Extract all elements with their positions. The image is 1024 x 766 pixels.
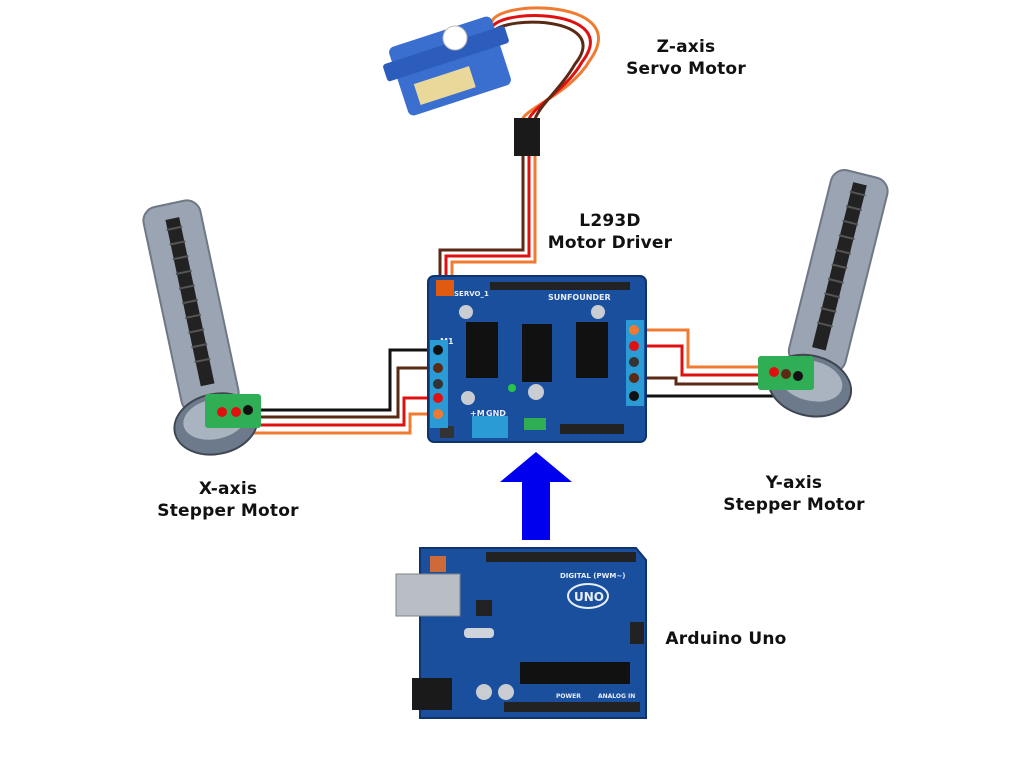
l293d-motor-shield: SUNFOUNDER SERVO_1 M1 GND +M (427, 275, 647, 443)
dc-power-jack (412, 678, 452, 710)
crystal (464, 628, 494, 638)
terminal-screw (433, 409, 443, 419)
y-terminal-pin (781, 369, 791, 379)
reset-button (430, 556, 446, 572)
uno-logo-ring (567, 583, 609, 609)
servo-motor (383, 16, 540, 156)
shield-brand-text: SUNFOUNDER (548, 293, 611, 302)
x-label-line2: Stepper Motor (157, 501, 299, 521)
arduino-uno-label: Arduino Uno (656, 628, 796, 650)
x-terminal-pin (231, 407, 241, 417)
icsp-header (630, 622, 644, 644)
x-lead-screw-threads (166, 225, 211, 364)
connection-arrow (500, 452, 572, 540)
l293d-chip-1 (466, 322, 498, 378)
shift-register-chip (522, 324, 552, 382)
capacitor (498, 684, 514, 700)
servo-motor-label: Z-axis Servo Motor (606, 36, 766, 80)
ext-power-terminal (472, 416, 508, 438)
analog-power-header (504, 702, 640, 712)
x-axis-motor-label: X-axis Stepper Motor (148, 478, 308, 522)
servo-connector (514, 118, 540, 156)
terminal-screw (629, 325, 639, 335)
servo-label-line2: Servo Motor (626, 59, 746, 79)
usb-port (395, 573, 461, 617)
x-motor-wires (222, 348, 436, 435)
driver-label-line1: L293D (579, 211, 641, 231)
arduino-label-text: Arduino Uno (665, 629, 787, 649)
shield-servo-text: SERVO_1 (454, 290, 489, 298)
y-label-line2: Stepper Motor (723, 495, 865, 515)
capacitor (591, 305, 605, 319)
usb-chip (476, 600, 492, 616)
terminal-screw (433, 363, 443, 373)
motor-driver-label: L293D Motor Driver (530, 210, 690, 254)
shield-gnd-text: GND (486, 409, 506, 418)
servo-header (436, 280, 454, 296)
arduino-uno-board: UNO DIGITAL (PWM~) POWER ANALOG IN (395, 547, 647, 719)
digital-header (486, 552, 636, 562)
terminal-screw (433, 393, 443, 403)
driver-label-line2: Motor Driver (547, 233, 673, 253)
y-label-line1: Y-axis (765, 473, 823, 493)
shield-pin-header-row (490, 282, 630, 290)
capacitor (528, 384, 544, 400)
power-led (508, 384, 516, 392)
analog-label: ANALOG IN (598, 693, 635, 700)
power-label: POWER (556, 693, 581, 700)
digital-label: DIGITAL (PWM~) (560, 572, 625, 580)
x-label-line1: X-axis (198, 479, 258, 499)
x-terminal-pin (217, 407, 227, 417)
shield-bottom-header (560, 424, 624, 434)
capacitor (476, 684, 492, 700)
l293d-chip-2 (576, 322, 608, 378)
terminal-screw (433, 379, 443, 389)
terminal-screw (433, 345, 443, 355)
capacitor (459, 305, 473, 319)
shield-m-text: +M (470, 409, 485, 418)
uno-logo-text: UNO (574, 590, 604, 604)
y-terminal-pin (769, 367, 779, 377)
terminal-screw (629, 357, 639, 367)
y-axis-motor-label: Y-axis Stepper Motor (714, 472, 874, 516)
terminal-screw (629, 373, 639, 383)
servo-label-line1: Z-axis (656, 37, 716, 57)
pwr-jumper (524, 418, 546, 430)
atmega-chip (520, 662, 630, 684)
terminal-screw (629, 391, 639, 401)
capacitor (461, 391, 475, 405)
terminal-screw (629, 341, 639, 351)
y-terminal-pin (793, 371, 803, 381)
x-terminal-pin (243, 405, 253, 415)
reset-button (440, 426, 454, 438)
y-lead-screw-threads (816, 190, 866, 328)
